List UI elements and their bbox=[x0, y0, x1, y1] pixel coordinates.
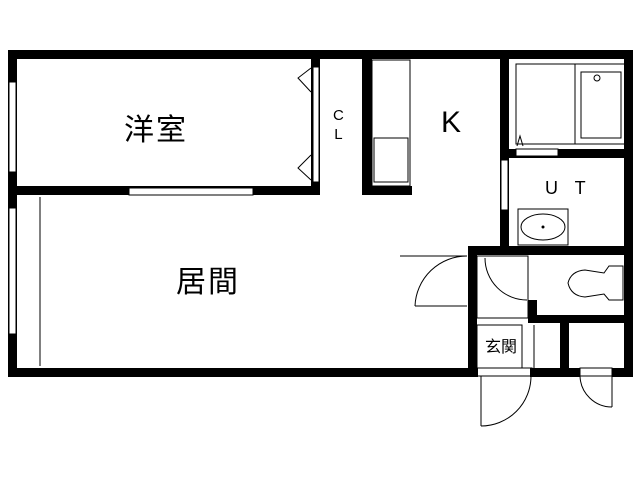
closet-label-c: C bbox=[333, 107, 344, 124]
room-label-kitchen: K bbox=[441, 106, 462, 139]
room-label-entrance: 玄関 bbox=[485, 337, 518, 356]
room-label-closet: C L bbox=[333, 106, 344, 144]
windows bbox=[8, 66, 559, 335]
room-label-western-room: 洋室 bbox=[124, 113, 188, 148]
fixtures bbox=[39, 59, 627, 427]
room-label-living-room: 居間 bbox=[176, 265, 240, 300]
walls bbox=[8, 50, 633, 377]
closet-label-l: L bbox=[334, 126, 343, 143]
room-label-utility: U T bbox=[545, 178, 592, 198]
